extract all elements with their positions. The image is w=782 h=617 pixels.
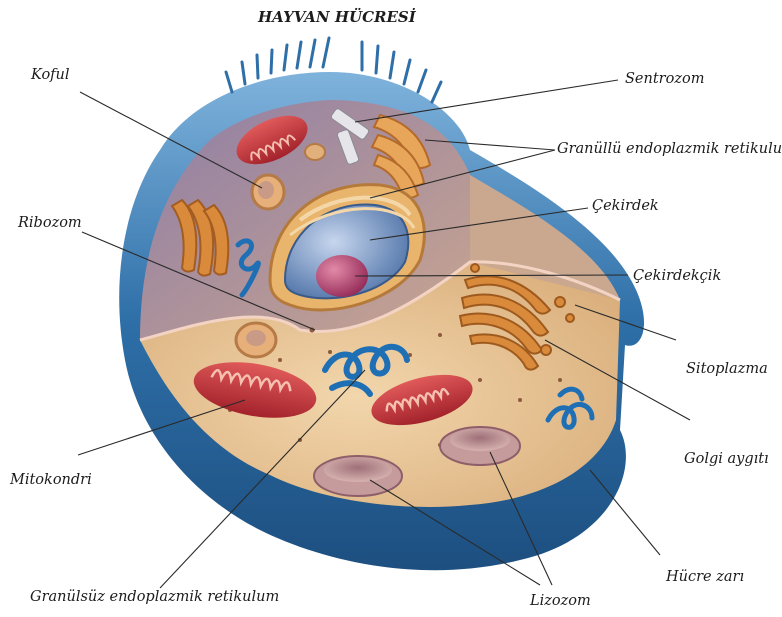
label-cekirdekcik: Çekirdekçik [633, 269, 721, 284]
label-golgi: Golgi aygıtı [684, 452, 769, 467]
label-granulsuz-er: Granülsüz endoplazmik retikulum [30, 590, 279, 605]
page-title: HAYVAN HÜCRESİ [258, 10, 416, 25]
label-granullu-er: Granüllü endoplazmik retikulum [557, 142, 782, 157]
front-vesicle [236, 323, 276, 357]
vacuole [252, 175, 284, 209]
lysosome-right [440, 427, 520, 465]
label-lizozom: Lizozom [530, 594, 591, 609]
label-hucre-zari: Hücre zarı [666, 570, 744, 585]
label-cekirdek: Çekirdek [592, 199, 659, 214]
label-mitokondri: Mitokondri [10, 473, 92, 488]
label-sitoplazma: Sitoplazma [686, 362, 768, 377]
label-ribozom: Ribozom [18, 216, 82, 231]
small-vesicle [305, 144, 325, 160]
label-koful: Koful [31, 68, 70, 83]
label-sentrozom: Sentrozom [625, 72, 704, 87]
lysosome-left [314, 456, 402, 496]
